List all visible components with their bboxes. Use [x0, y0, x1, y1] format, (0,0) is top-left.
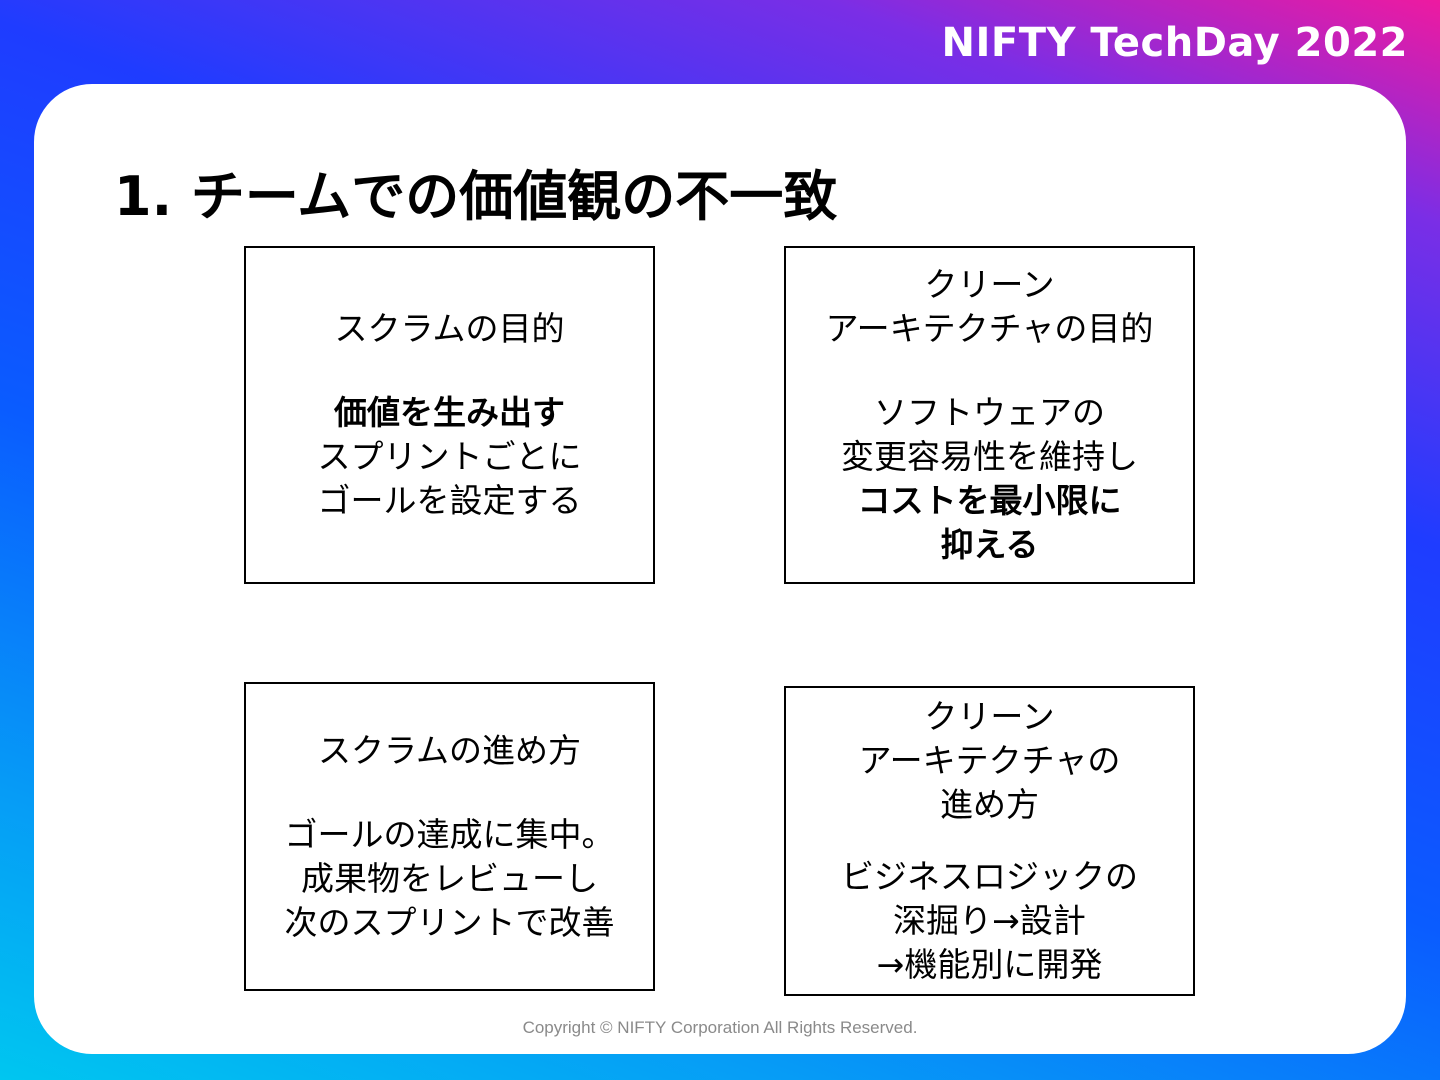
- box-body: 価値を生み出す スプリントごとに ゴールを設定する: [318, 391, 582, 523]
- slide-title: 1. チームでの価値観の不一致: [114, 165, 838, 228]
- box-heading: スクラムの目的: [334, 307, 564, 351]
- box-body: ソフトウェアの 変更容易性を維持し コストを最小限に 抑える: [841, 391, 1138, 567]
- body-line: 深掘り→設計: [893, 901, 1086, 940]
- scrum-process-box: スクラムの進め方 ゴールの達成に集中。 成果物をレビューし 次のスプリントで改善: [244, 682, 655, 991]
- clean-architecture-purpose-box: クリーン アーキテクチャの目的 ソフトウェアの 変更容易性を維持し コストを最小…: [784, 246, 1195, 584]
- body-line: ゴールを設定する: [317, 481, 582, 520]
- body-line: ゴールの達成に集中。: [284, 814, 615, 854]
- clean-architecture-process-box: クリーン アーキテクチャの 進め方 ビジネスロジックの 深掘り→設計 →機能別に…: [784, 686, 1195, 996]
- heading-line: アーキテクチャの: [858, 741, 1121, 780]
- body-line: 抑える: [940, 525, 1039, 564]
- box-heading: クリーン アーキテクチャの 進め方: [859, 695, 1121, 827]
- scrum-purpose-box: スクラムの目的 価値を生み出す スプリントごとに ゴールを設定する: [244, 246, 655, 584]
- body-line: 成果物をレビューし: [301, 858, 598, 898]
- heading-line: クリーン: [924, 265, 1055, 304]
- body-line: 次のスプリントで改善: [284, 902, 615, 942]
- body-line: コストを最小限に: [857, 481, 1122, 520]
- body-line: ソフトウェアの: [874, 393, 1105, 432]
- heading-line: アーキテクチャの目的: [825, 309, 1154, 348]
- heading-line: クリーン: [924, 697, 1055, 736]
- heading-line: スクラムの目的: [334, 309, 565, 348]
- body-line: 価値を生み出す: [334, 393, 565, 432]
- body-line: スプリントごとに: [317, 437, 582, 476]
- copyright-footer: Copyright © NIFTY Corporation All Rights…: [522, 1018, 918, 1037]
- box-heading: クリーン アーキテクチャの目的: [826, 263, 1154, 351]
- body-line: →機能別に開発: [876, 945, 1103, 984]
- heading-line: 進め方: [939, 785, 1039, 824]
- box-body: ゴールの達成に集中。 成果物をレビューし 次のスプリントで改善: [285, 813, 615, 945]
- brand-logo: NIFTY TechDay 2022: [941, 20, 1408, 66]
- body-line: 変更容易性を維持し: [841, 437, 1138, 476]
- body-line: ビジネスロジックの: [841, 857, 1138, 896]
- box-body: ビジネスロジックの 深掘り→設計 →機能別に開発: [841, 855, 1138, 987]
- heading-line: スクラムの進め方: [317, 730, 581, 770]
- box-heading: スクラムの進め方: [318, 729, 581, 773]
